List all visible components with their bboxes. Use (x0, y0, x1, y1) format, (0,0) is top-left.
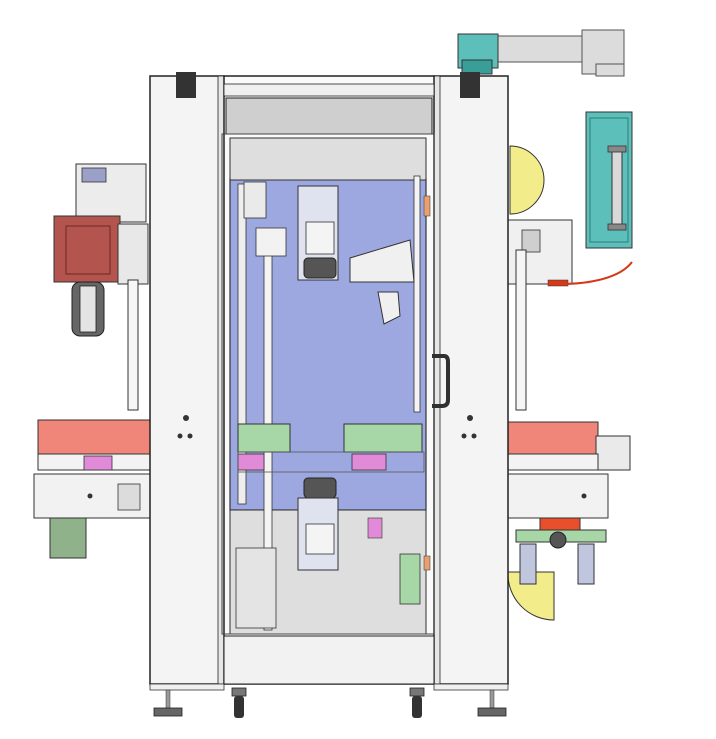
right-column-cap-icon (460, 72, 480, 98)
left-column-bolt-3 (187, 433, 193, 439)
upper-head-roller-icon (303, 257, 337, 279)
mid-track (237, 451, 425, 473)
left-tape-roller-core (79, 285, 97, 333)
lower-pink-marker (367, 517, 383, 539)
panel-grip-icon (611, 149, 623, 227)
right-conveyor (505, 421, 631, 519)
left-upper-slider (81, 167, 107, 183)
upper-orange-tab (423, 195, 431, 217)
mid-left-green-block (237, 423, 291, 453)
left-pink-block (83, 455, 113, 471)
left-conveyor (33, 419, 153, 559)
lower-unit-left-cylinder (519, 543, 537, 585)
upper-left-box (243, 181, 267, 219)
upper-head-core (305, 221, 335, 255)
tape-roll-upper-icon (509, 145, 545, 215)
inner-left-guide (237, 183, 247, 505)
center-door (221, 75, 435, 685)
right-belt-end-cap (595, 435, 631, 471)
lower-left-box (235, 547, 277, 629)
top-duct (457, 29, 625, 77)
left-column-bolt (183, 415, 189, 421)
right-salmon-belt (505, 421, 599, 455)
left-column (149, 72, 225, 685)
caster-wheel-icon (231, 687, 247, 718)
lower-green-stack (399, 553, 421, 605)
left-column-bolt-2 (177, 433, 183, 439)
door-upper-inner-panel (229, 137, 427, 181)
panel-grip-cap-top (607, 145, 627, 153)
door-bottom-rail (223, 635, 435, 685)
right-arm-link (377, 291, 401, 325)
right-column-bolt-2 (461, 433, 467, 439)
right-column-bolt (467, 415, 473, 421)
teal-panel-inner (589, 117, 629, 243)
caster-wheel-icon (409, 687, 425, 718)
upper-left-clamp (255, 227, 287, 257)
left-salmon-belt (37, 419, 153, 455)
door-handle-icon (432, 354, 450, 408)
left-taping-head (53, 163, 149, 411)
lower-taping-unit (507, 517, 607, 621)
leveling-foot-icon (153, 689, 183, 717)
lower-head-core (305, 523, 335, 555)
leveling-foot-icon (477, 689, 507, 717)
left-motor-icon (49, 517, 87, 559)
left-column-body (149, 75, 225, 685)
right-column-inner-edge (433, 75, 441, 685)
teal-control-panel (585, 111, 633, 249)
lower-unit-right-cylinder (577, 543, 595, 585)
upper-bracket-clamp (521, 229, 541, 253)
lower-head-roller-icon (303, 477, 337, 499)
panel-grip-cap-bottom (607, 223, 627, 231)
left-gearbox-drive (117, 483, 141, 511)
lower-orange-tab (423, 555, 431, 571)
right-belt-roller-track (505, 453, 599, 471)
upper-tape-assembly (507, 145, 633, 411)
right-arm-bracket (349, 239, 415, 283)
left-gearbox-bolt (87, 493, 93, 499)
left-column-inner-edge (217, 75, 225, 685)
mid-right-pink-block (351, 453, 387, 471)
right-column (433, 72, 509, 685)
right-column-bolt-3 (471, 433, 477, 439)
duct-pipe (489, 35, 591, 63)
right-foot-plate (433, 683, 509, 691)
mid-right-green-block (343, 423, 423, 453)
inner-right-rod (413, 175, 421, 413)
duct-left-flange (461, 59, 493, 75)
door-top-grey-bar (225, 97, 433, 135)
left-foot-plate (149, 683, 225, 691)
upper-right-rail (515, 249, 527, 411)
tape-roll-lower-icon (507, 571, 555, 621)
mid-left-pink-block (237, 453, 265, 471)
lower-unit-hub-icon (549, 531, 567, 549)
left-column-cap-icon (176, 72, 196, 98)
door-glass-outline (221, 133, 435, 635)
duct-elbow-collar (595, 63, 625, 77)
door-top-header (223, 83, 435, 97)
right-gearbox (507, 473, 609, 519)
machine-base (149, 683, 509, 718)
left-head-inner (65, 225, 111, 275)
left-vertical-rail (127, 279, 139, 411)
left-head-side-plate (117, 223, 149, 285)
right-gearbox-bolt (581, 493, 587, 499)
right-column-body (433, 75, 509, 685)
power-cable (559, 261, 633, 285)
